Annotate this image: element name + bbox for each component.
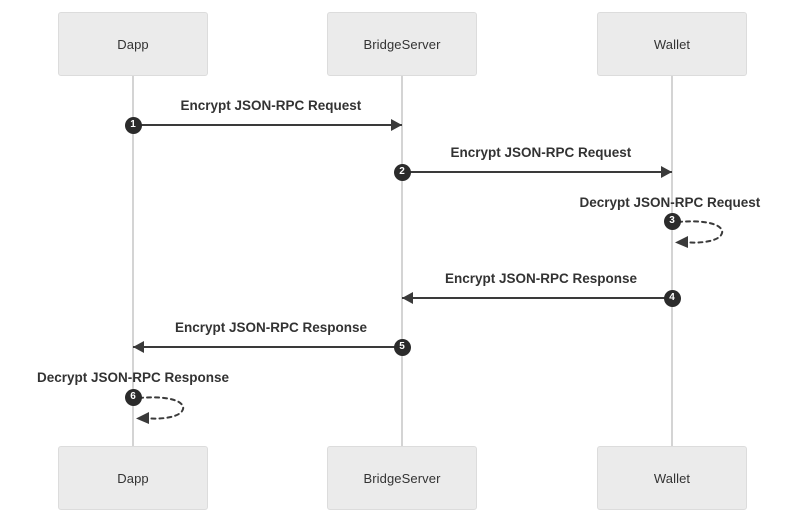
participant-box-dapp-top[interactable]: Dapp: [58, 12, 208, 76]
participant-label-bridgeserver: BridgeServer: [363, 36, 441, 52]
sequence-badge-5[interactable]: 5: [393, 338, 411, 356]
participant-box-bridgeserver-top[interactable]: BridgeServer: [327, 12, 477, 76]
message-arrowhead-2: [661, 166, 672, 178]
self-message-loop-6: [133, 396, 193, 431]
participant-label-dapp: Dapp: [117, 470, 149, 486]
sequence-badge-6[interactable]: 6: [124, 388, 142, 406]
participant-label-bridgeserver: BridgeServer: [363, 470, 441, 486]
message-line-5: [133, 346, 402, 348]
participant-box-wallet-top[interactable]: Wallet: [597, 12, 747, 76]
message-label-1: Encrypt JSON-RPC Request: [180, 98, 362, 113]
sequence-badge-1[interactable]: 1: [124, 116, 142, 134]
message-label-4: Encrypt JSON-RPC Response: [445, 271, 638, 286]
sequence-badge-2[interactable]: 2: [393, 163, 411, 181]
sequence-badge-4[interactable]: 4: [663, 289, 681, 307]
message-arrowhead-1: [391, 119, 402, 131]
participant-label-wallet: Wallet: [653, 470, 691, 486]
lifeline-bridgeserver: [401, 76, 403, 446]
message-label-3: Decrypt JSON-RPC Request: [579, 195, 761, 210]
message-line-2: [402, 171, 672, 173]
sequence-badge-3[interactable]: 3: [663, 212, 681, 230]
message-line-4: [402, 297, 672, 299]
message-label-6: Decrypt JSON-RPC Response: [37, 370, 230, 385]
message-label-5: Encrypt JSON-RPC Response: [175, 320, 368, 335]
self-message-loop-3: [672, 220, 732, 255]
message-arrowhead-4: [402, 292, 413, 304]
message-arrowhead-5: [133, 341, 144, 353]
lifeline-dapp: [132, 76, 134, 446]
participant-box-dapp-bottom[interactable]: Dapp: [58, 446, 208, 510]
message-label-2: Encrypt JSON-RPC Request: [450, 145, 632, 160]
participant-box-wallet-bottom[interactable]: Wallet: [597, 446, 747, 510]
participant-label-dapp: Dapp: [117, 36, 149, 52]
participant-label-wallet: Wallet: [653, 36, 691, 52]
message-line-1: [133, 124, 402, 126]
participant-box-bridgeserver-bottom[interactable]: BridgeServer: [327, 446, 477, 510]
lifeline-wallet: [671, 76, 673, 446]
